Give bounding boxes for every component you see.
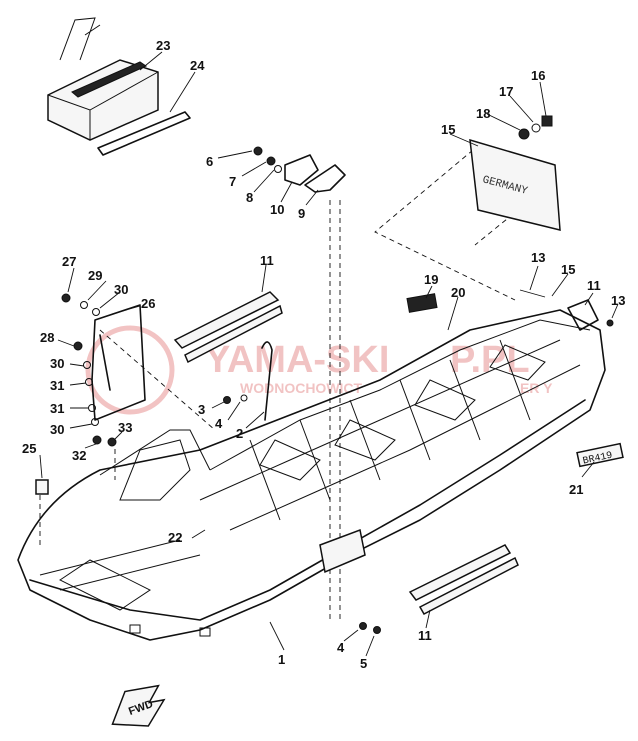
callout-9: 9	[298, 206, 305, 221]
fwd-arrow: FWD	[111, 684, 166, 727]
callout-29: 28	[40, 330, 54, 345]
clip-part-26	[35, 479, 49, 495]
callout-32: 32	[72, 448, 86, 463]
callout-23: 22	[168, 530, 182, 545]
watermark-subline-right: ER Y	[520, 380, 553, 396]
callout-8: 8	[246, 190, 253, 205]
callout-6: 6	[206, 154, 213, 169]
decal-part-20	[406, 293, 438, 313]
cable-parts-2-5	[223, 341, 381, 634]
callout-31-mid: 31	[50, 378, 64, 393]
callout-22: 21	[569, 482, 583, 497]
callout-4: 4	[215, 416, 223, 431]
callout-12: 11	[587, 278, 601, 293]
watermark-brand-suffix: P.PL	[450, 339, 530, 381]
callout-1: 1	[278, 652, 285, 667]
strip-part-11-lower	[408, 544, 519, 615]
callout-11-upper: 11	[260, 253, 274, 268]
brackets-9-10	[253, 146, 346, 193]
callout-19: 18	[476, 106, 490, 121]
callout-4-lower: 4	[337, 640, 345, 655]
callout-13: 13	[531, 250, 545, 265]
callout-3: 3	[198, 402, 205, 417]
parts-12-15	[519, 289, 614, 331]
callout-30-top: 29	[88, 268, 102, 283]
callout-26: 25	[22, 441, 36, 456]
callout-31-low: 31	[50, 401, 64, 416]
hull-part-1	[17, 309, 606, 641]
callout-17: 16	[531, 68, 545, 83]
callout-16: 15	[441, 122, 455, 137]
callout-labels: 23 24 6 7 8 10 9 15 18 17 16 11 13 15 11…	[22, 38, 625, 671]
callout-10: 10	[270, 202, 284, 217]
callout-24: 23	[156, 38, 170, 53]
bracket-assembly-27	[61, 293, 146, 447]
callout-18: 17	[499, 84, 513, 99]
decal-part-22: BR419	[576, 442, 624, 468]
callout-30-mid: 30	[50, 356, 64, 371]
callout-25: 24	[190, 58, 205, 73]
callout-2: 2	[236, 426, 243, 441]
callout-21: 20	[451, 285, 465, 300]
callout-28: 27	[62, 254, 76, 269]
watermark-subline: WODNOCHOWICT	[240, 380, 363, 396]
callout-15: 15	[561, 262, 575, 277]
callout-14: 13	[611, 293, 625, 308]
callout-33: 33	[118, 420, 132, 435]
assembly-lines	[39, 149, 556, 620]
tool-bag-part-24	[47, 17, 159, 141]
callout-20: 19	[424, 272, 438, 287]
strip-part-11-upper	[173, 291, 283, 364]
callout-5-lower: 5	[360, 656, 367, 671]
callout-7: 7	[229, 174, 236, 189]
fasteners-17-19	[518, 115, 553, 140]
callout-31-top: 30	[114, 282, 128, 297]
strap-part-25	[97, 111, 191, 156]
plate-part-16: GERMANY	[469, 138, 561, 231]
callout-27: 26	[141, 296, 155, 311]
watermark-brand: YAMA-SKI	[205, 339, 389, 381]
watermark: YAMA-SKI P.PL WODNOCHOWICT ER Y	[85, 325, 553, 415]
callout-11-lower: 11	[418, 628, 432, 643]
callout-30-low: 30	[50, 422, 64, 437]
leader-lines	[39, 51, 619, 657]
